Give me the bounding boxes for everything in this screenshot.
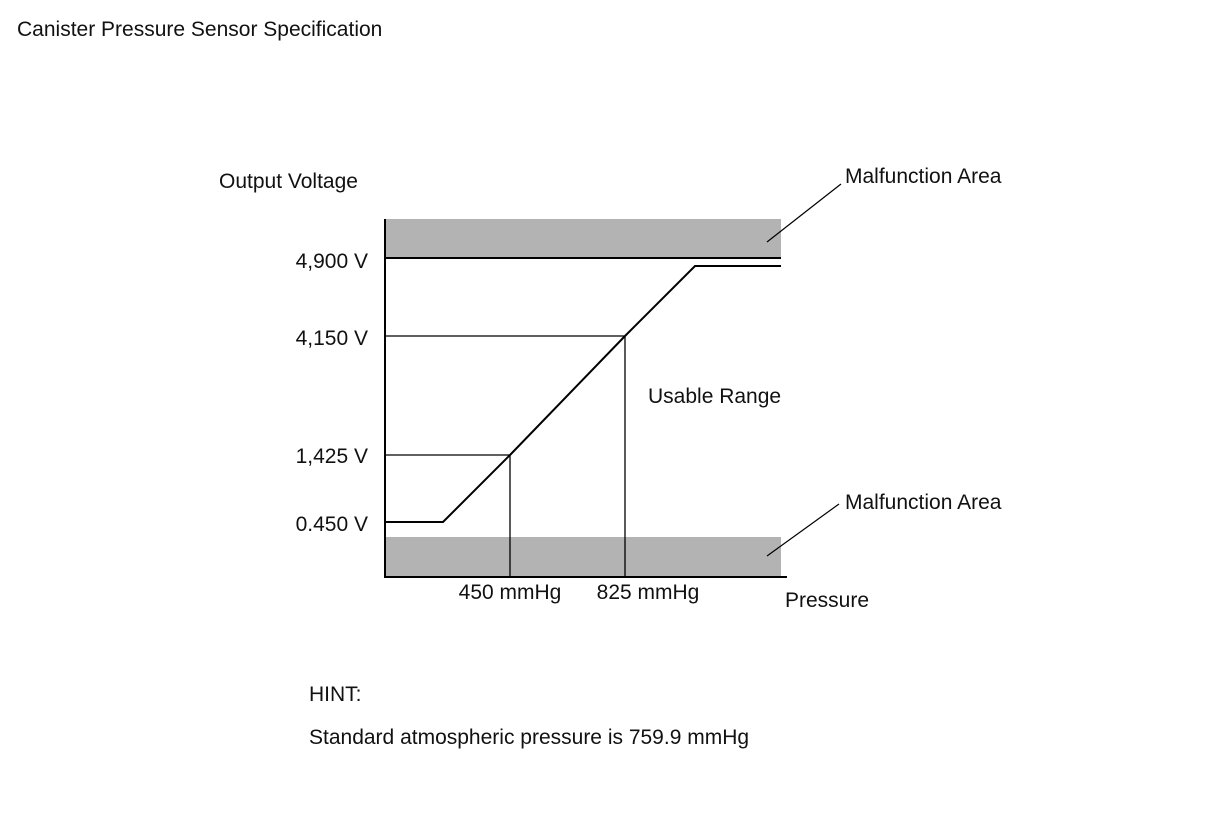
y-tick-label: 0.450 V xyxy=(296,513,368,536)
y-tick-label: 1,425 V xyxy=(296,445,368,468)
y-axis-label: Output Voltage xyxy=(219,170,358,193)
malfunction-leader-bottom xyxy=(766,503,840,557)
malfunction-label-bottom: Malfunction Area xyxy=(845,491,1002,514)
sensor-curve xyxy=(385,265,781,523)
x-tick-label: 450 mmHg xyxy=(459,581,562,604)
x-tick-label: 825 mmHg xyxy=(597,581,700,604)
malfunction-band-top xyxy=(385,219,781,257)
page-title: Canister Pressure Sensor Specification xyxy=(17,18,383,41)
malfunction-band-bottom xyxy=(385,537,781,576)
y-tick-label: 4,150 V xyxy=(296,327,368,350)
hint-label: HINT: xyxy=(309,683,362,706)
malfunction-leader-top xyxy=(766,183,842,243)
x-axis-label: Pressure xyxy=(785,589,869,612)
malfunction-label-top: Malfunction Area xyxy=(845,165,1002,188)
hint-text: Standard atmospheric pressure is 759.9 m… xyxy=(309,726,750,749)
usable-range-label: Usable Range xyxy=(648,385,781,408)
y-tick-label: 4,900 V xyxy=(296,250,368,273)
